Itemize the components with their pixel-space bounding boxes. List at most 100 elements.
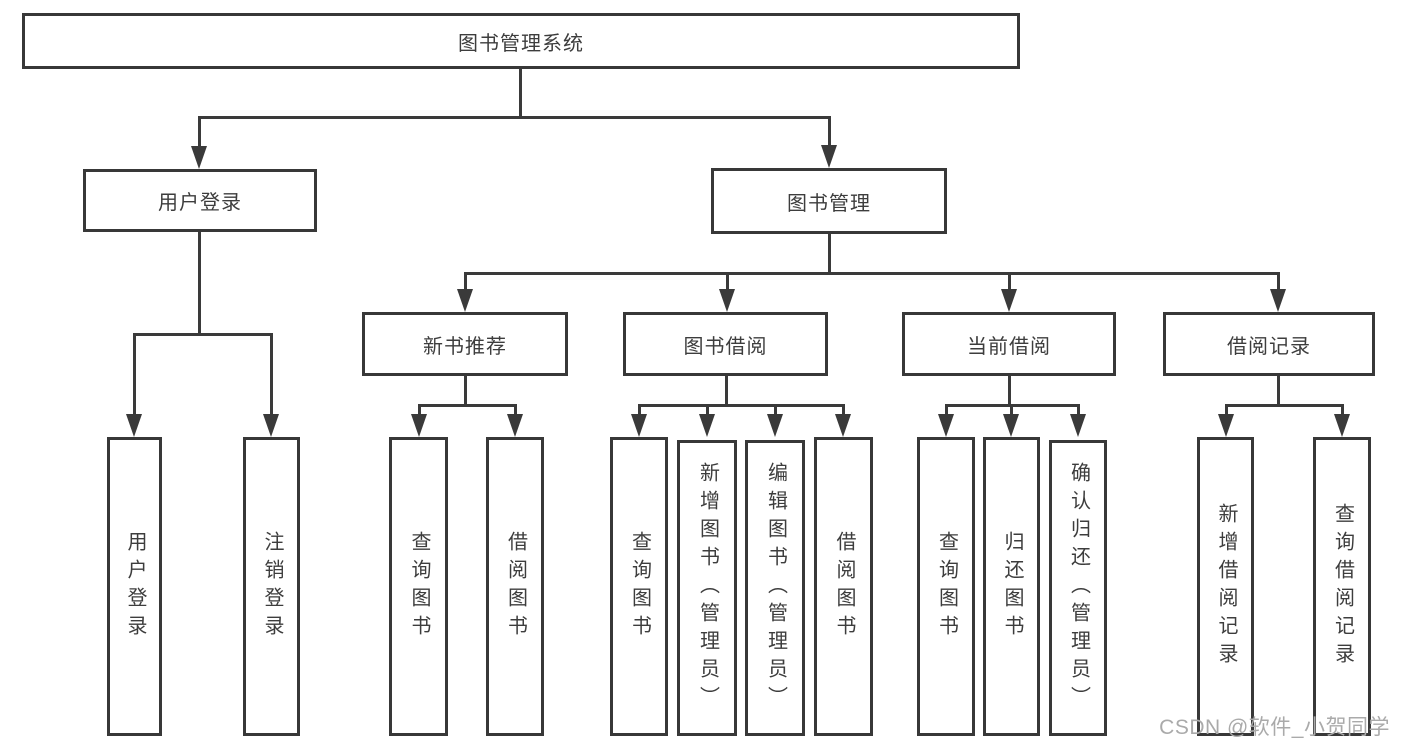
connector-user-login-branch [132, 333, 273, 336]
node-user-login: 用户登录 [83, 169, 317, 232]
arrow-to-current-borrowing [1000, 272, 1018, 312]
arrow-shaft [773, 404, 777, 417]
node-new-book-recommend: 新书推荐 [362, 312, 568, 376]
arrow-to-cb-query-books [937, 404, 955, 437]
arrow-head-icon [1333, 414, 1350, 437]
leaf-cb-query-books: 查询图书 [917, 437, 975, 736]
node-label: 图书管理 [787, 192, 871, 215]
node-label: 查询借阅记录 [1331, 502, 1354, 671]
connector-book-borrowing-stem [724, 375, 728, 407]
arrow-head-icon [1000, 289, 1017, 312]
connector-new-book-recommend-stem [463, 375, 467, 407]
node-label: 新书推荐 [423, 335, 507, 358]
arrow-head-icon [718, 289, 735, 312]
leaf-cb-confirm-return-admin: 确认归还（管理员） [1049, 440, 1107, 736]
arrow-head-icon [1269, 289, 1286, 312]
arrow-to-borrowing-records [1269, 272, 1287, 312]
node-label: 归还图书 [1001, 530, 1023, 643]
node-label: 当前借阅 [967, 335, 1051, 358]
arrow-shaft [827, 116, 831, 148]
connector-borrowing-records-stem [1276, 375, 1280, 407]
arrow-to-logout-leaf [262, 333, 280, 437]
connector-borrowing-records-branch [1224, 404, 1344, 407]
connector-root-branch [197, 116, 831, 119]
arrow-head-icon [125, 414, 142, 437]
connector-book-borrowing-branch [637, 404, 845, 407]
leaf-bb-edit-books-admin: 编辑图书（管理员） [745, 440, 805, 736]
arrow-to-nbr-query-books [410, 404, 428, 437]
arrow-head-icon [820, 145, 837, 168]
arrow-to-book-management [820, 116, 838, 168]
leaf-nbr-query-books: 查询图书 [389, 437, 448, 736]
arrow-shaft [1276, 272, 1280, 292]
arrow-to-user-login [190, 116, 208, 169]
connector-root-stem [518, 69, 522, 118]
watermark: CSDN @软件_小贺同学 [1159, 716, 1390, 739]
node-label: 新增图书（管理员） [696, 462, 719, 714]
node-label: 确认归还（管理员） [1067, 462, 1090, 714]
arrow-head-icon [766, 414, 783, 437]
arrow-shaft [944, 404, 948, 417]
node-label: 借阅图书 [833, 530, 855, 643]
arrow-to-nbr-borrow-books [506, 404, 524, 437]
arrow-head-icon [1069, 414, 1086, 437]
connector-book-management-branch [463, 272, 1280, 275]
arrow-to-cb-confirm-return [1069, 404, 1087, 437]
arrow-head-icon [262, 414, 279, 437]
leaf-cb-return-books: 归还图书 [983, 437, 1040, 736]
arrow-shaft [1076, 404, 1080, 417]
leaf-nbr-borrow-books: 借阅图书 [486, 437, 544, 736]
arrow-shaft [1224, 404, 1228, 417]
arrow-head-icon [1217, 414, 1234, 437]
arrow-to-br-add-record [1217, 404, 1235, 437]
arrow-head-icon [698, 414, 715, 437]
arrow-shaft [1340, 404, 1344, 417]
arrow-to-book-borrowing [718, 272, 736, 312]
node-book-borrowing: 图书借阅 [623, 312, 828, 376]
arrow-to-login-leaf [125, 333, 143, 437]
node-label: 用户登录 [124, 530, 146, 643]
arrow-shaft [705, 404, 709, 417]
arrow-shaft [841, 404, 845, 417]
leaf-bb-query-books: 查询图书 [610, 437, 668, 736]
node-borrowing-records: 借阅记录 [1163, 312, 1375, 376]
arrow-shaft [463, 272, 467, 292]
node-label: 查询图书 [935, 530, 958, 643]
node-label: 用户登录 [158, 192, 242, 214]
leaf-bb-add-books-admin: 新增图书（管理员） [677, 440, 737, 736]
node-label: 查询图书 [628, 530, 651, 643]
arrow-head-icon [630, 414, 647, 437]
arrow-head-icon [456, 289, 473, 312]
leaf-bb-borrow-books: 借阅图书 [814, 437, 873, 736]
node-library-management-system: 图书管理系统 [22, 13, 1020, 69]
leaf-br-query-record: 查询借阅记录 [1313, 437, 1371, 736]
arrow-shaft [417, 404, 421, 417]
arrow-to-bb-borrow-books [834, 404, 852, 437]
arrow-head-icon [506, 414, 523, 437]
arrow-head-icon [834, 414, 851, 437]
arrow-to-bb-query-books [630, 404, 648, 437]
connector-new-book-recommend-branch [417, 404, 517, 407]
arrow-shaft [197, 116, 201, 149]
arrow-to-br-query-record [1333, 404, 1351, 437]
arrow-to-bb-add-books [698, 404, 716, 437]
arrow-shaft [725, 272, 729, 292]
leaf-logout: 注销登录 [243, 437, 300, 736]
node-label: 图书借阅 [683, 335, 768, 358]
node-label: 图书管理系统 [458, 32, 584, 55]
arrow-head-icon [1002, 414, 1019, 437]
arrow-head-icon [410, 414, 427, 437]
arrow-head-icon [937, 414, 954, 437]
arrow-shaft [132, 333, 136, 417]
arrow-to-bb-edit-books [766, 404, 784, 437]
node-label: 注销登录 [261, 530, 283, 643]
arrow-to-new-book-recommend [456, 272, 474, 312]
arrow-head-icon [190, 146, 207, 169]
node-label: 编辑图书（管理员） [764, 462, 787, 714]
arrow-shaft [637, 404, 641, 417]
node-current-borrowing: 当前借阅 [902, 312, 1116, 376]
node-label: 借阅记录 [1227, 335, 1311, 358]
connector-book-management-stem [827, 233, 831, 275]
arrow-shaft [513, 404, 517, 417]
